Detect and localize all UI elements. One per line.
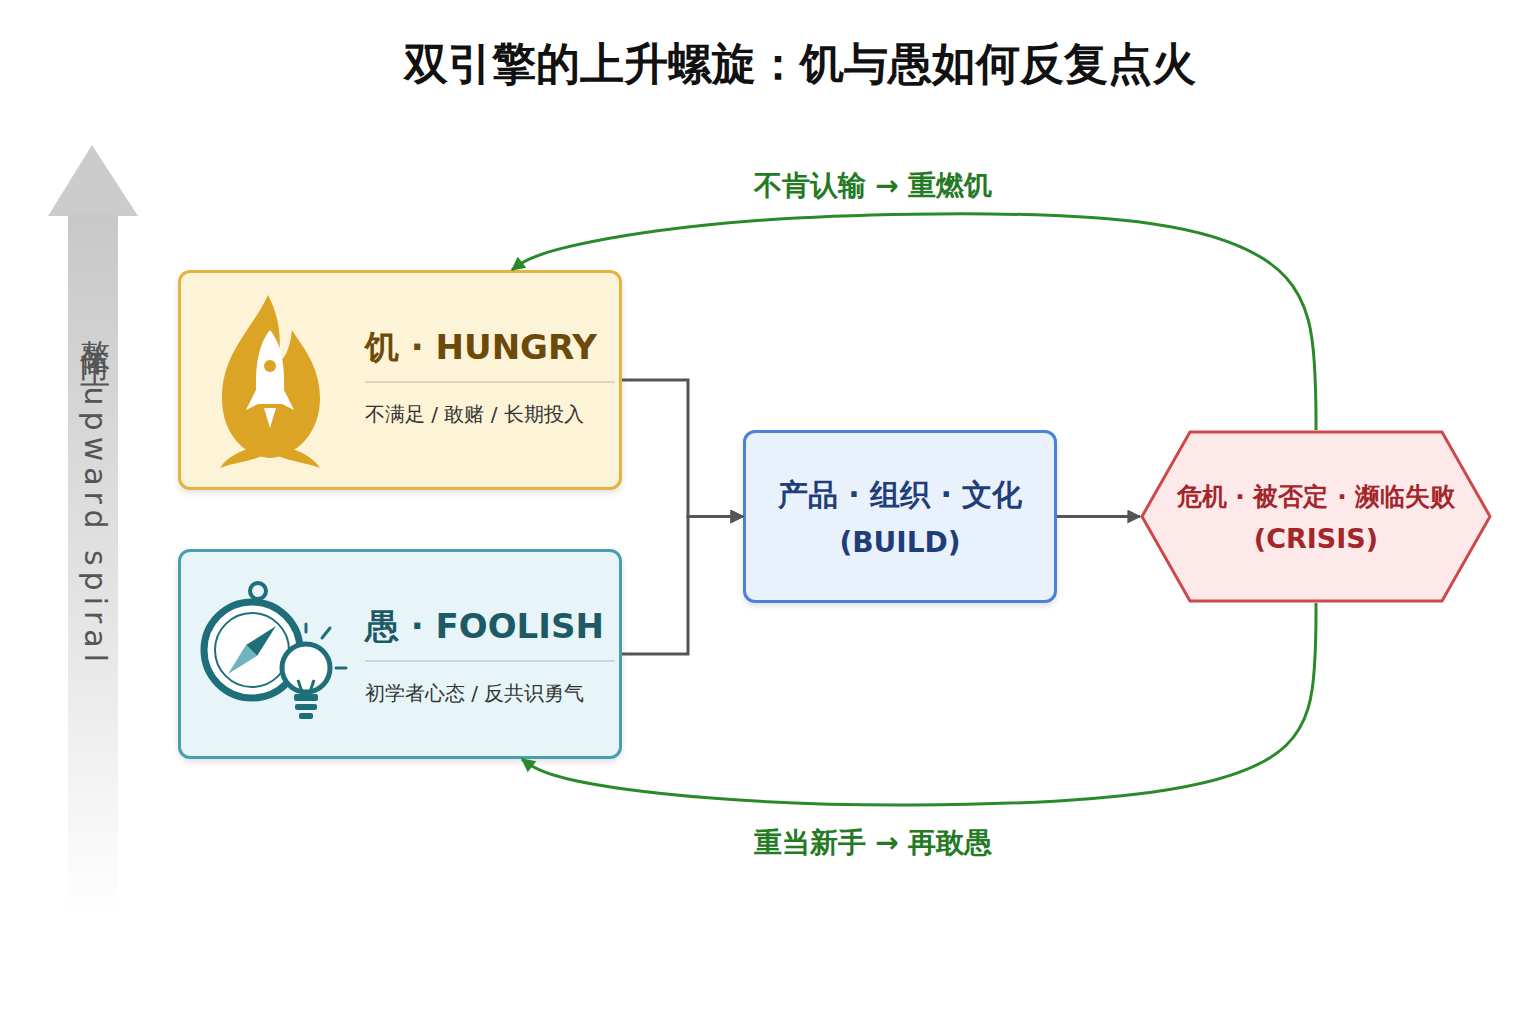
rocket-window bbox=[264, 360, 276, 372]
node-body: (CRISIS) bbox=[1254, 523, 1378, 554]
rocket-exhaust bbox=[264, 408, 276, 428]
node-heading: 危机 · 被否定 · 濒临失败 bbox=[1177, 480, 1456, 513]
hexagon-outline bbox=[1140, 430, 1492, 603]
node-heading: 饥 · HUNGRY bbox=[365, 325, 615, 383]
flame-tails bbox=[220, 446, 320, 468]
flame-shape bbox=[222, 295, 320, 458]
crisis-hexagon: 危机 · 被否定 · 濒临失败 (CRISIS) bbox=[1140, 430, 1492, 603]
rocket-body bbox=[256, 330, 284, 404]
compass-inner bbox=[215, 613, 289, 687]
bulb-base bbox=[299, 713, 313, 719]
bulb-filament bbox=[298, 680, 314, 692]
edge-label: 重当新手 → 再敢愚 bbox=[754, 824, 993, 862]
bulb-glass bbox=[282, 644, 330, 692]
compass-needle bbox=[246, 626, 276, 656]
engine-box: 饥 · HUNGRY 不满足 / 敢赌 / 长期投入 bbox=[178, 270, 622, 490]
node-text-wrap: 产品 · 组织 · 文化 (BUILD) bbox=[746, 433, 1054, 600]
node-text-wrap: 愚 · FOOLISH 初学者心态 / 反共识勇气 bbox=[365, 604, 615, 706]
compass-needle bbox=[228, 645, 257, 674]
axis-label: 整体向上 · upward spiral bbox=[74, 316, 115, 668]
compass-ring bbox=[250, 583, 266, 599]
diagram-title: 双引擎的上升螺旋：饥与愚如何反复点火 bbox=[268, 36, 1332, 92]
node-body: 初学者心态 / 反共识勇气 bbox=[365, 680, 615, 706]
edge-label: 不肯认输 → 重燃饥 bbox=[754, 167, 993, 205]
process-box: 产品 · 组织 · 文化 (BUILD) bbox=[743, 430, 1057, 603]
rocket-fins bbox=[246, 388, 294, 410]
hexagon-shape bbox=[1142, 432, 1490, 601]
flow-arrow bbox=[622, 517, 743, 655]
compass-bulb-icon bbox=[204, 583, 346, 719]
node-body: 不满足 / 敢赌 / 长期投入 bbox=[365, 401, 615, 427]
rocket-flame-icon bbox=[220, 295, 320, 468]
bulb-base bbox=[294, 694, 318, 701]
feedback-arrow bbox=[512, 214, 1316, 430]
flow-arrow bbox=[622, 380, 743, 517]
node-body: (BUILD) bbox=[839, 526, 960, 559]
bulb-base bbox=[295, 704, 317, 710]
node-heading: 愚 · FOOLISH bbox=[365, 604, 615, 662]
node-text-wrap: 饥 · HUNGRY 不满足 / 敢赌 / 长期投入 bbox=[365, 325, 615, 427]
node-text-wrap: 危机 · 被否定 · 濒临失败 (CRISIS) bbox=[1140, 430, 1492, 603]
flow-arrow bbox=[1057, 515, 1140, 518]
node-heading: 产品 · 组织 · 文化 bbox=[778, 475, 1023, 516]
upward-arrow-head bbox=[48, 145, 138, 216]
upward-arrow-shaft bbox=[68, 215, 118, 915]
bulb-rays bbox=[306, 624, 346, 668]
engine-box: 愚 · FOOLISH 初学者心态 / 反共识勇气 bbox=[178, 549, 622, 759]
feedback-arrow bbox=[522, 603, 1316, 805]
compass-outer bbox=[204, 602, 300, 698]
